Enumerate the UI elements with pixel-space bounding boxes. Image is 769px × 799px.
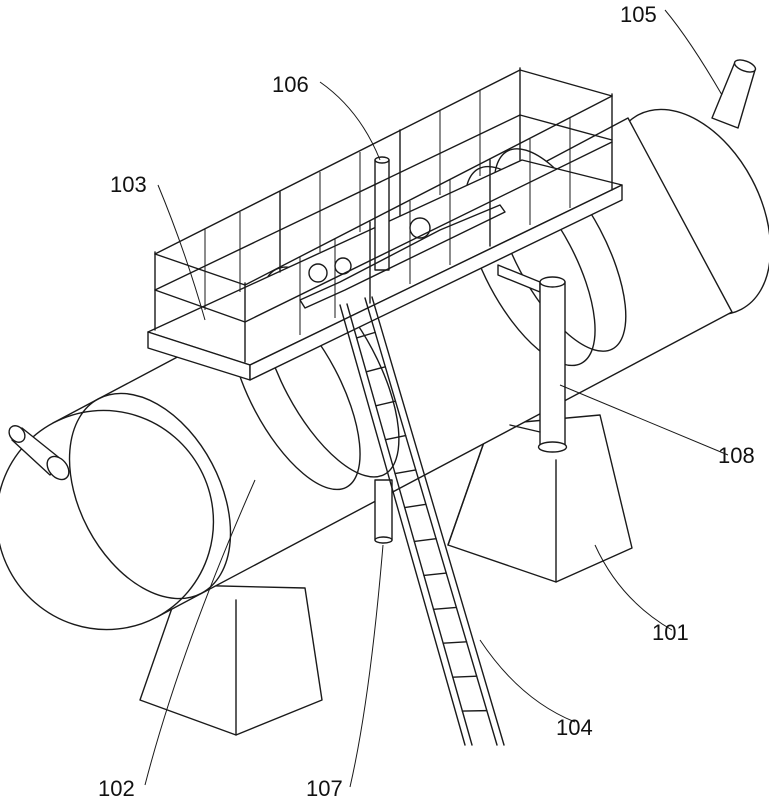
support-left xyxy=(139,584,323,736)
railing xyxy=(154,67,613,363)
left-nozzle xyxy=(8,425,70,481)
ladder-rung xyxy=(355,331,376,339)
ladder-rung xyxy=(394,469,417,475)
ladder-rung xyxy=(375,400,397,407)
label-102: 102 xyxy=(98,776,135,799)
platform-103 xyxy=(147,156,623,381)
label-105: 105 xyxy=(620,2,657,27)
ladder-rung xyxy=(432,606,458,611)
label-104: 104 xyxy=(556,715,593,740)
pipe-107 xyxy=(374,479,393,544)
label-106: 106 xyxy=(272,72,309,97)
ladder-rung xyxy=(365,366,387,373)
support-101-right xyxy=(447,414,633,583)
label-103: 103 xyxy=(110,172,147,197)
label-107: 107 xyxy=(306,776,343,799)
nozzle-105 xyxy=(711,59,757,129)
ladder-rung xyxy=(442,641,468,644)
ladder-rung xyxy=(452,675,478,678)
ladder-rung xyxy=(403,503,427,509)
leader-lines xyxy=(144,9,729,788)
ladder-104 xyxy=(339,296,505,746)
ladder-rung xyxy=(423,572,447,577)
column-108 xyxy=(497,264,568,453)
ladder-rung xyxy=(384,434,407,441)
label-108: 108 xyxy=(718,443,755,468)
ladder-rung xyxy=(413,537,437,543)
label-101: 101 xyxy=(652,620,689,645)
